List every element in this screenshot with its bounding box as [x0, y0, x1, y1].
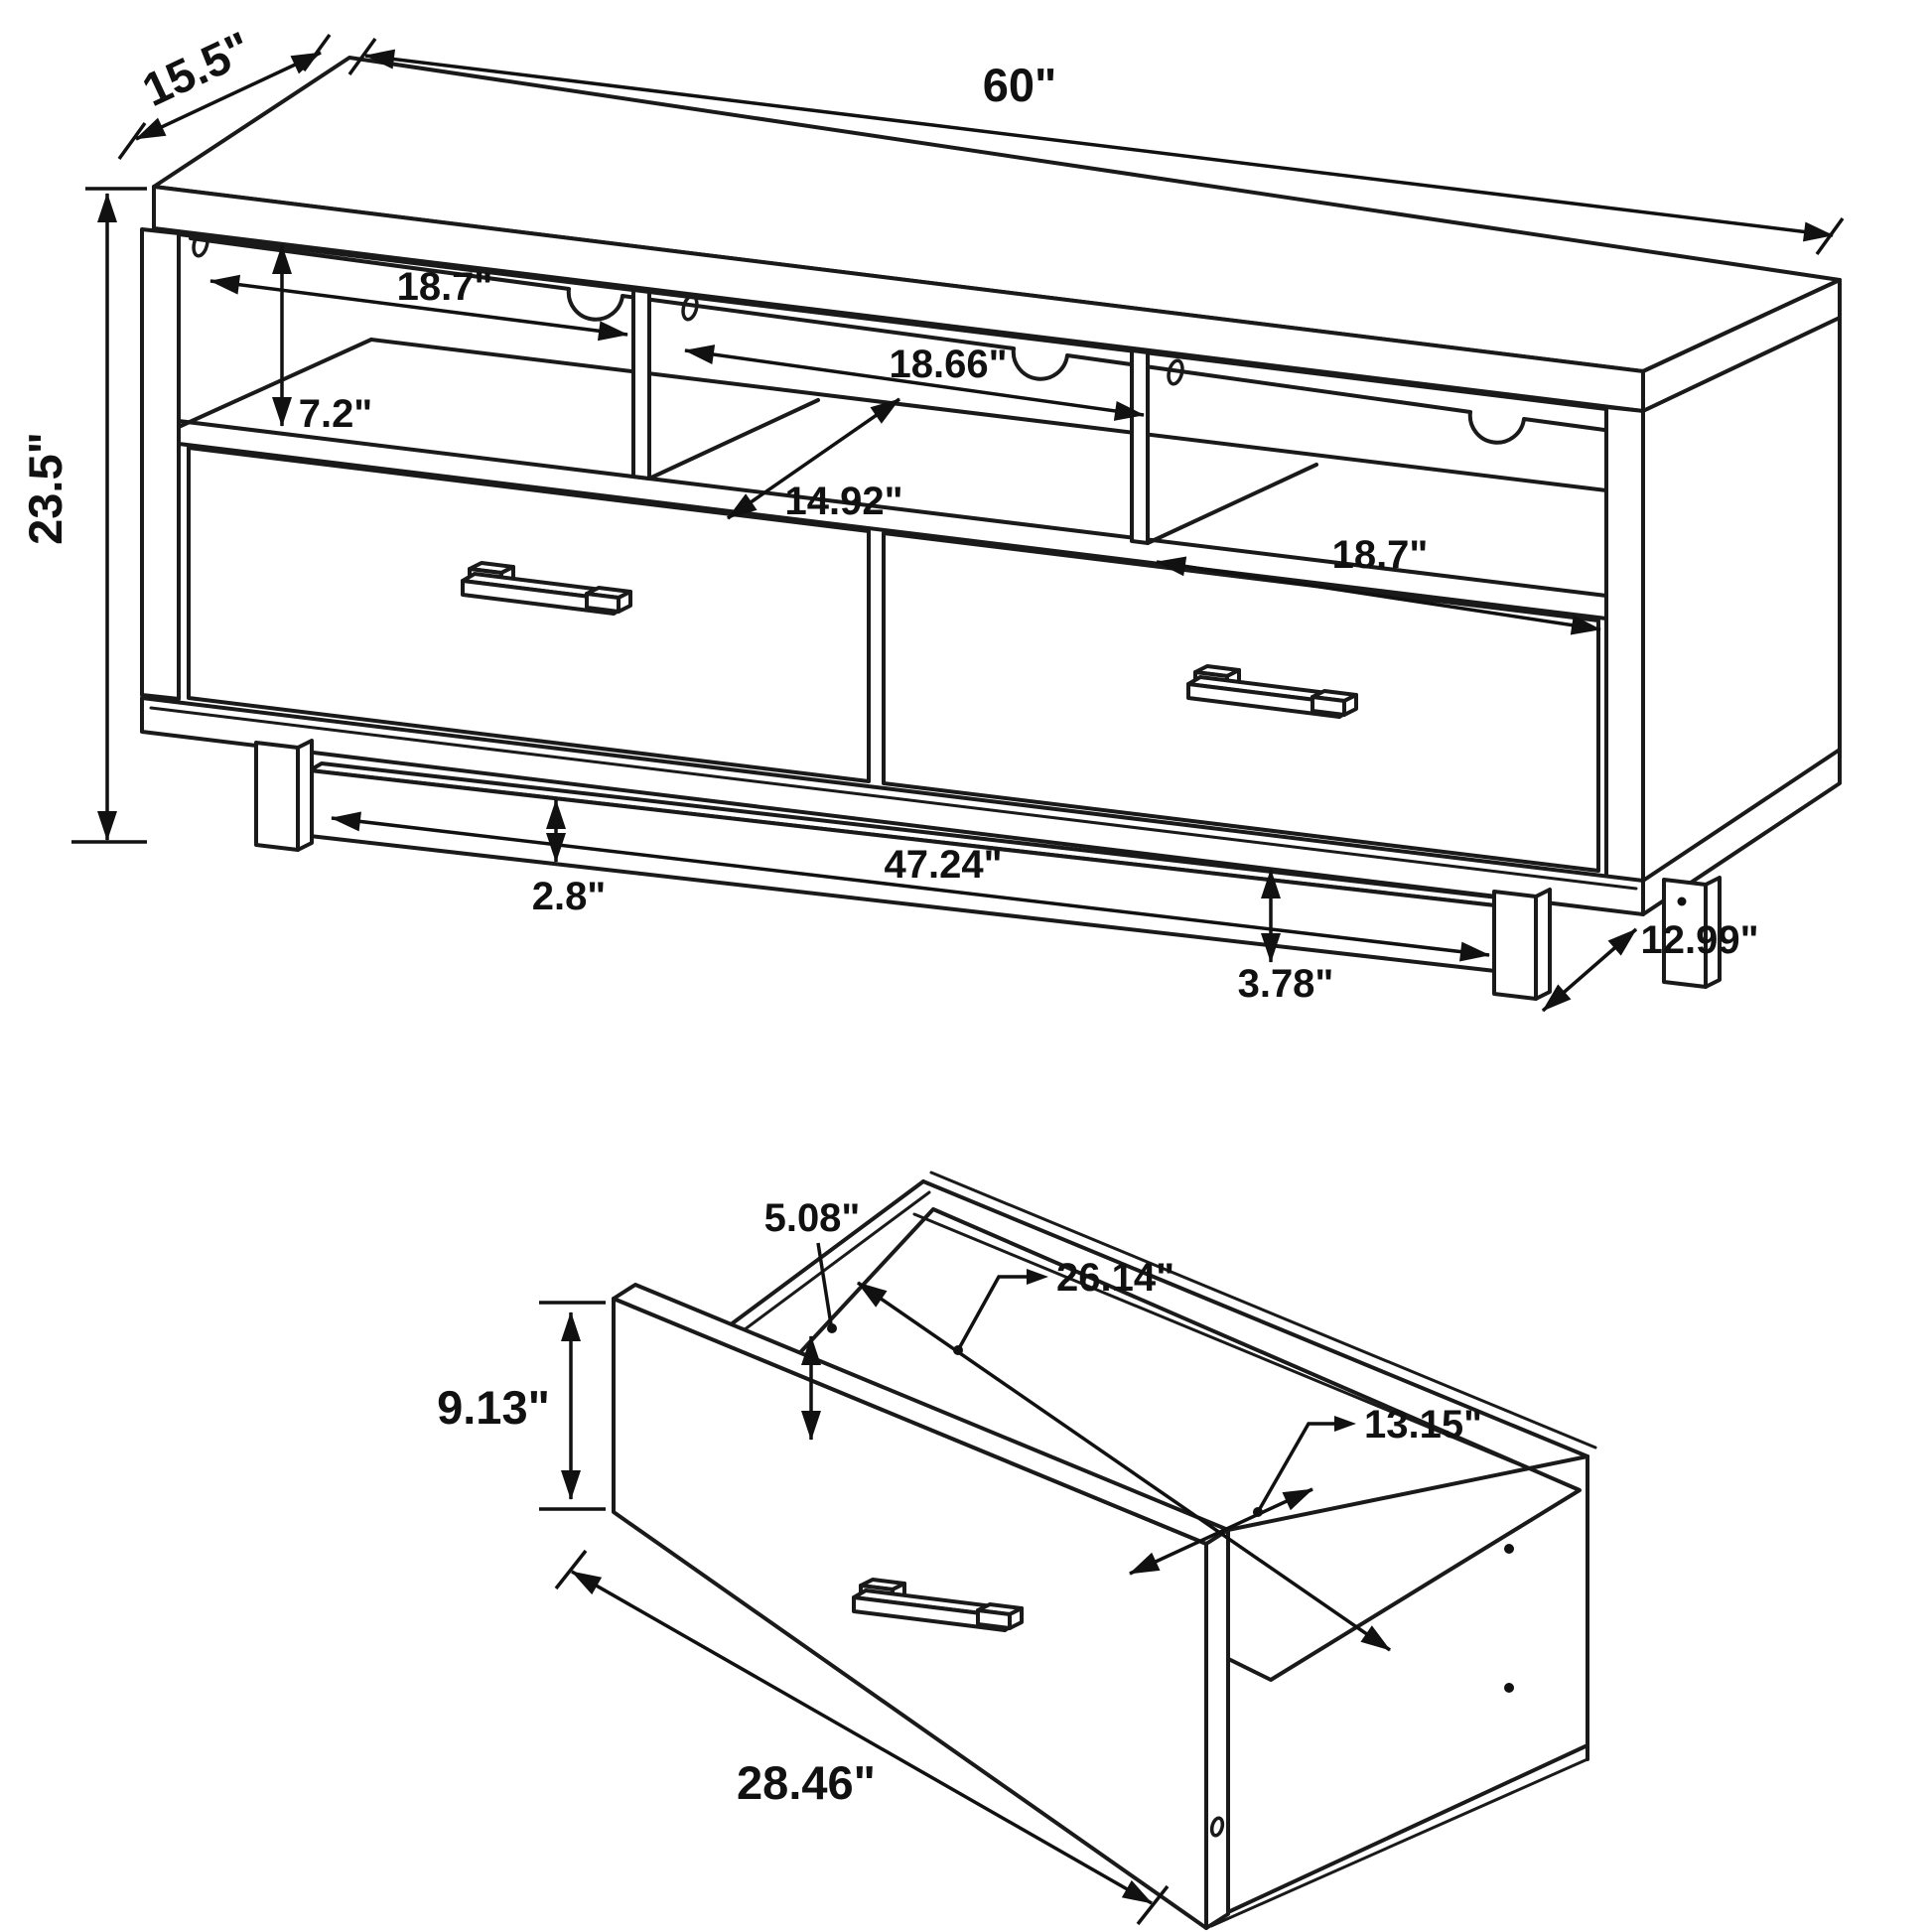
screw-dot [1504, 1544, 1514, 1554]
dim-drawer-front-height-label: 9.13" [437, 1381, 550, 1434]
front-left-leg [254, 739, 314, 852]
drawer-back-top-edge [921, 1179, 1589, 1458]
drawer-back-thickness-edge [929, 1171, 1597, 1449]
right-side-panel-front [1604, 405, 1645, 884]
left-side-panel [140, 227, 181, 701]
cable-hole-icon [1167, 358, 1184, 386]
drawer-left-side-top-edge [709, 1179, 925, 1341]
dimension-annotations-top: 15.5" 60" 23.5" 18.7" 7.2" 18.66" 14.92"… [19, 21, 1845, 1013]
divider-right-floor-junction [1146, 463, 1318, 545]
dim-compartment-height-label: 7.2" [299, 392, 373, 436]
dimension-annotations-drawer: 9.13" 5.08" 26.14" 13.15" 28.46" [437, 1196, 1482, 1926]
dim-drawer-front-length-label: 28.46" [737, 1756, 876, 1809]
carcass-top-inner-edge [177, 232, 1608, 411]
dim-left-compartment-label: 18.7" [397, 265, 493, 309]
dim-drawer-interior-height-label: 5.08" [764, 1196, 861, 1240]
drawer-front-right-edge [1204, 1528, 1230, 1930]
dim-drawer-interior-length-label: 26.14" [1056, 1256, 1174, 1300]
drawer-diagram: 9.13" 5.08" 26.14" 13.15" 28.46" [437, 1171, 1597, 1930]
dim-compartment-depth-label: 14.92" [784, 480, 902, 523]
bottom-deck-right [1641, 748, 1842, 916]
left-drawer-front [187, 446, 871, 783]
dim-middle-compartment-label: 18.66" [889, 343, 1007, 386]
divider-right [1130, 348, 1150, 545]
dim-overall-width-label: 60" [983, 59, 1057, 111]
leg-screw-dot [1677, 897, 1687, 906]
dim-base-rail-height-label: 2.8" [532, 875, 607, 918]
dim-overall-depth-label: 15.5" [134, 21, 259, 116]
dim-leg-spacing-label: 12.99" [1640, 918, 1758, 962]
divider-left [631, 288, 651, 481]
drawer-bottom-panel-edge [1209, 1757, 1589, 1928]
cable-hole-icon [681, 294, 699, 322]
front-panel-hole-icon [1209, 1816, 1225, 1838]
tv-stand-diagram: 15.5" 60" 23.5" 18.7" 7.2" 18.66" 14.92"… [19, 21, 1845, 1013]
drawer-right-side-bottom-edge [1226, 1743, 1589, 1914]
dim-overall-height-label: 23.5" [19, 432, 71, 545]
divider-left-floor-junction [647, 398, 820, 481]
dim-base-clearance-label: 3.78" [1238, 962, 1334, 1006]
front-right-leg [1492, 888, 1552, 1001]
dim-base-rail-length-label: 47.24" [884, 843, 1002, 887]
dim-right-compartment-label: 18.7" [1332, 533, 1429, 577]
screw-dot [1504, 1683, 1514, 1693]
dim-drawer-interior-width-label: 13.15" [1364, 1403, 1482, 1447]
